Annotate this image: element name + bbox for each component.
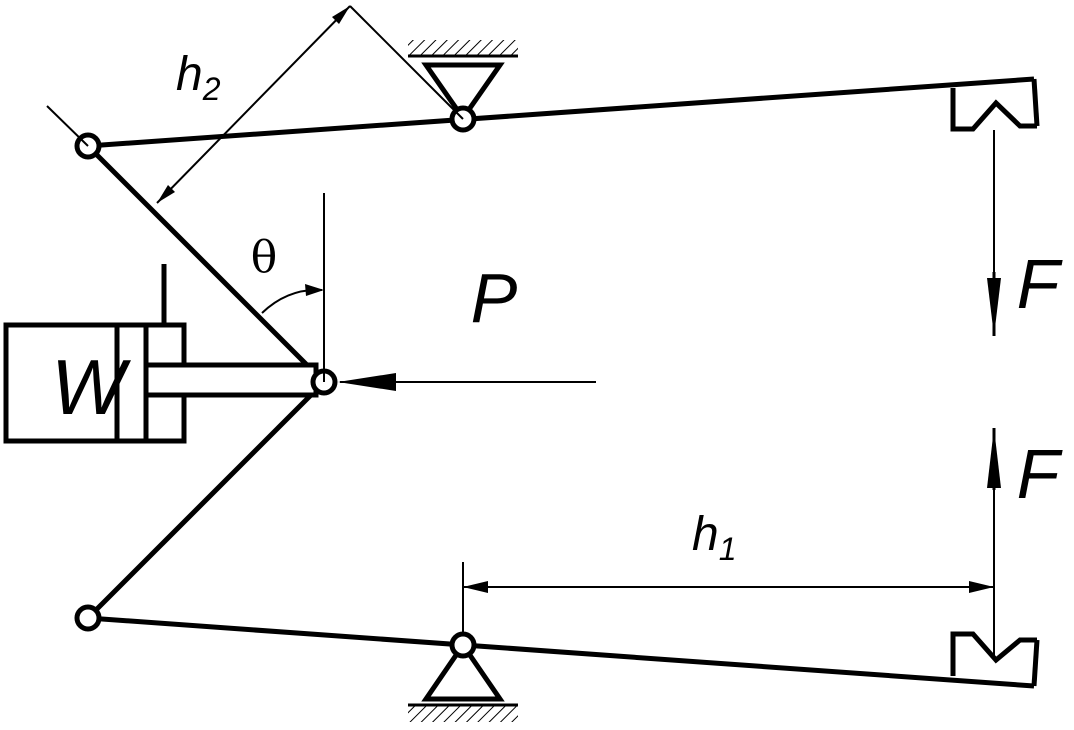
force-f-bottom: F xyxy=(987,428,1064,658)
theta-angle: θ xyxy=(251,193,325,382)
force-f-top: F xyxy=(987,130,1064,336)
lower-fixed-support xyxy=(408,640,518,722)
h2-label: h2 xyxy=(176,48,221,107)
force-p-label: P xyxy=(471,259,518,337)
theta-label: θ xyxy=(251,232,278,283)
force-f-top-label: F xyxy=(1017,245,1064,323)
lower-pivot-pin xyxy=(449,631,477,659)
lower-jaw-lever xyxy=(87,615,1040,689)
actuator-cylinder: W xyxy=(3,264,319,444)
h2-dimension: h2 xyxy=(46,5,464,204)
lower-lever-end-pin xyxy=(74,604,102,632)
upper-fixed-support xyxy=(408,40,518,123)
cylinder-label: W xyxy=(51,343,131,431)
h1-dimension: h1 xyxy=(462,508,994,635)
force-f-bottom-label: F xyxy=(1017,435,1064,513)
h1-label: h1 xyxy=(692,508,737,567)
force-p: P xyxy=(338,259,596,391)
upper-jaw-lever xyxy=(87,76,1040,149)
toggle-links xyxy=(86,144,326,620)
